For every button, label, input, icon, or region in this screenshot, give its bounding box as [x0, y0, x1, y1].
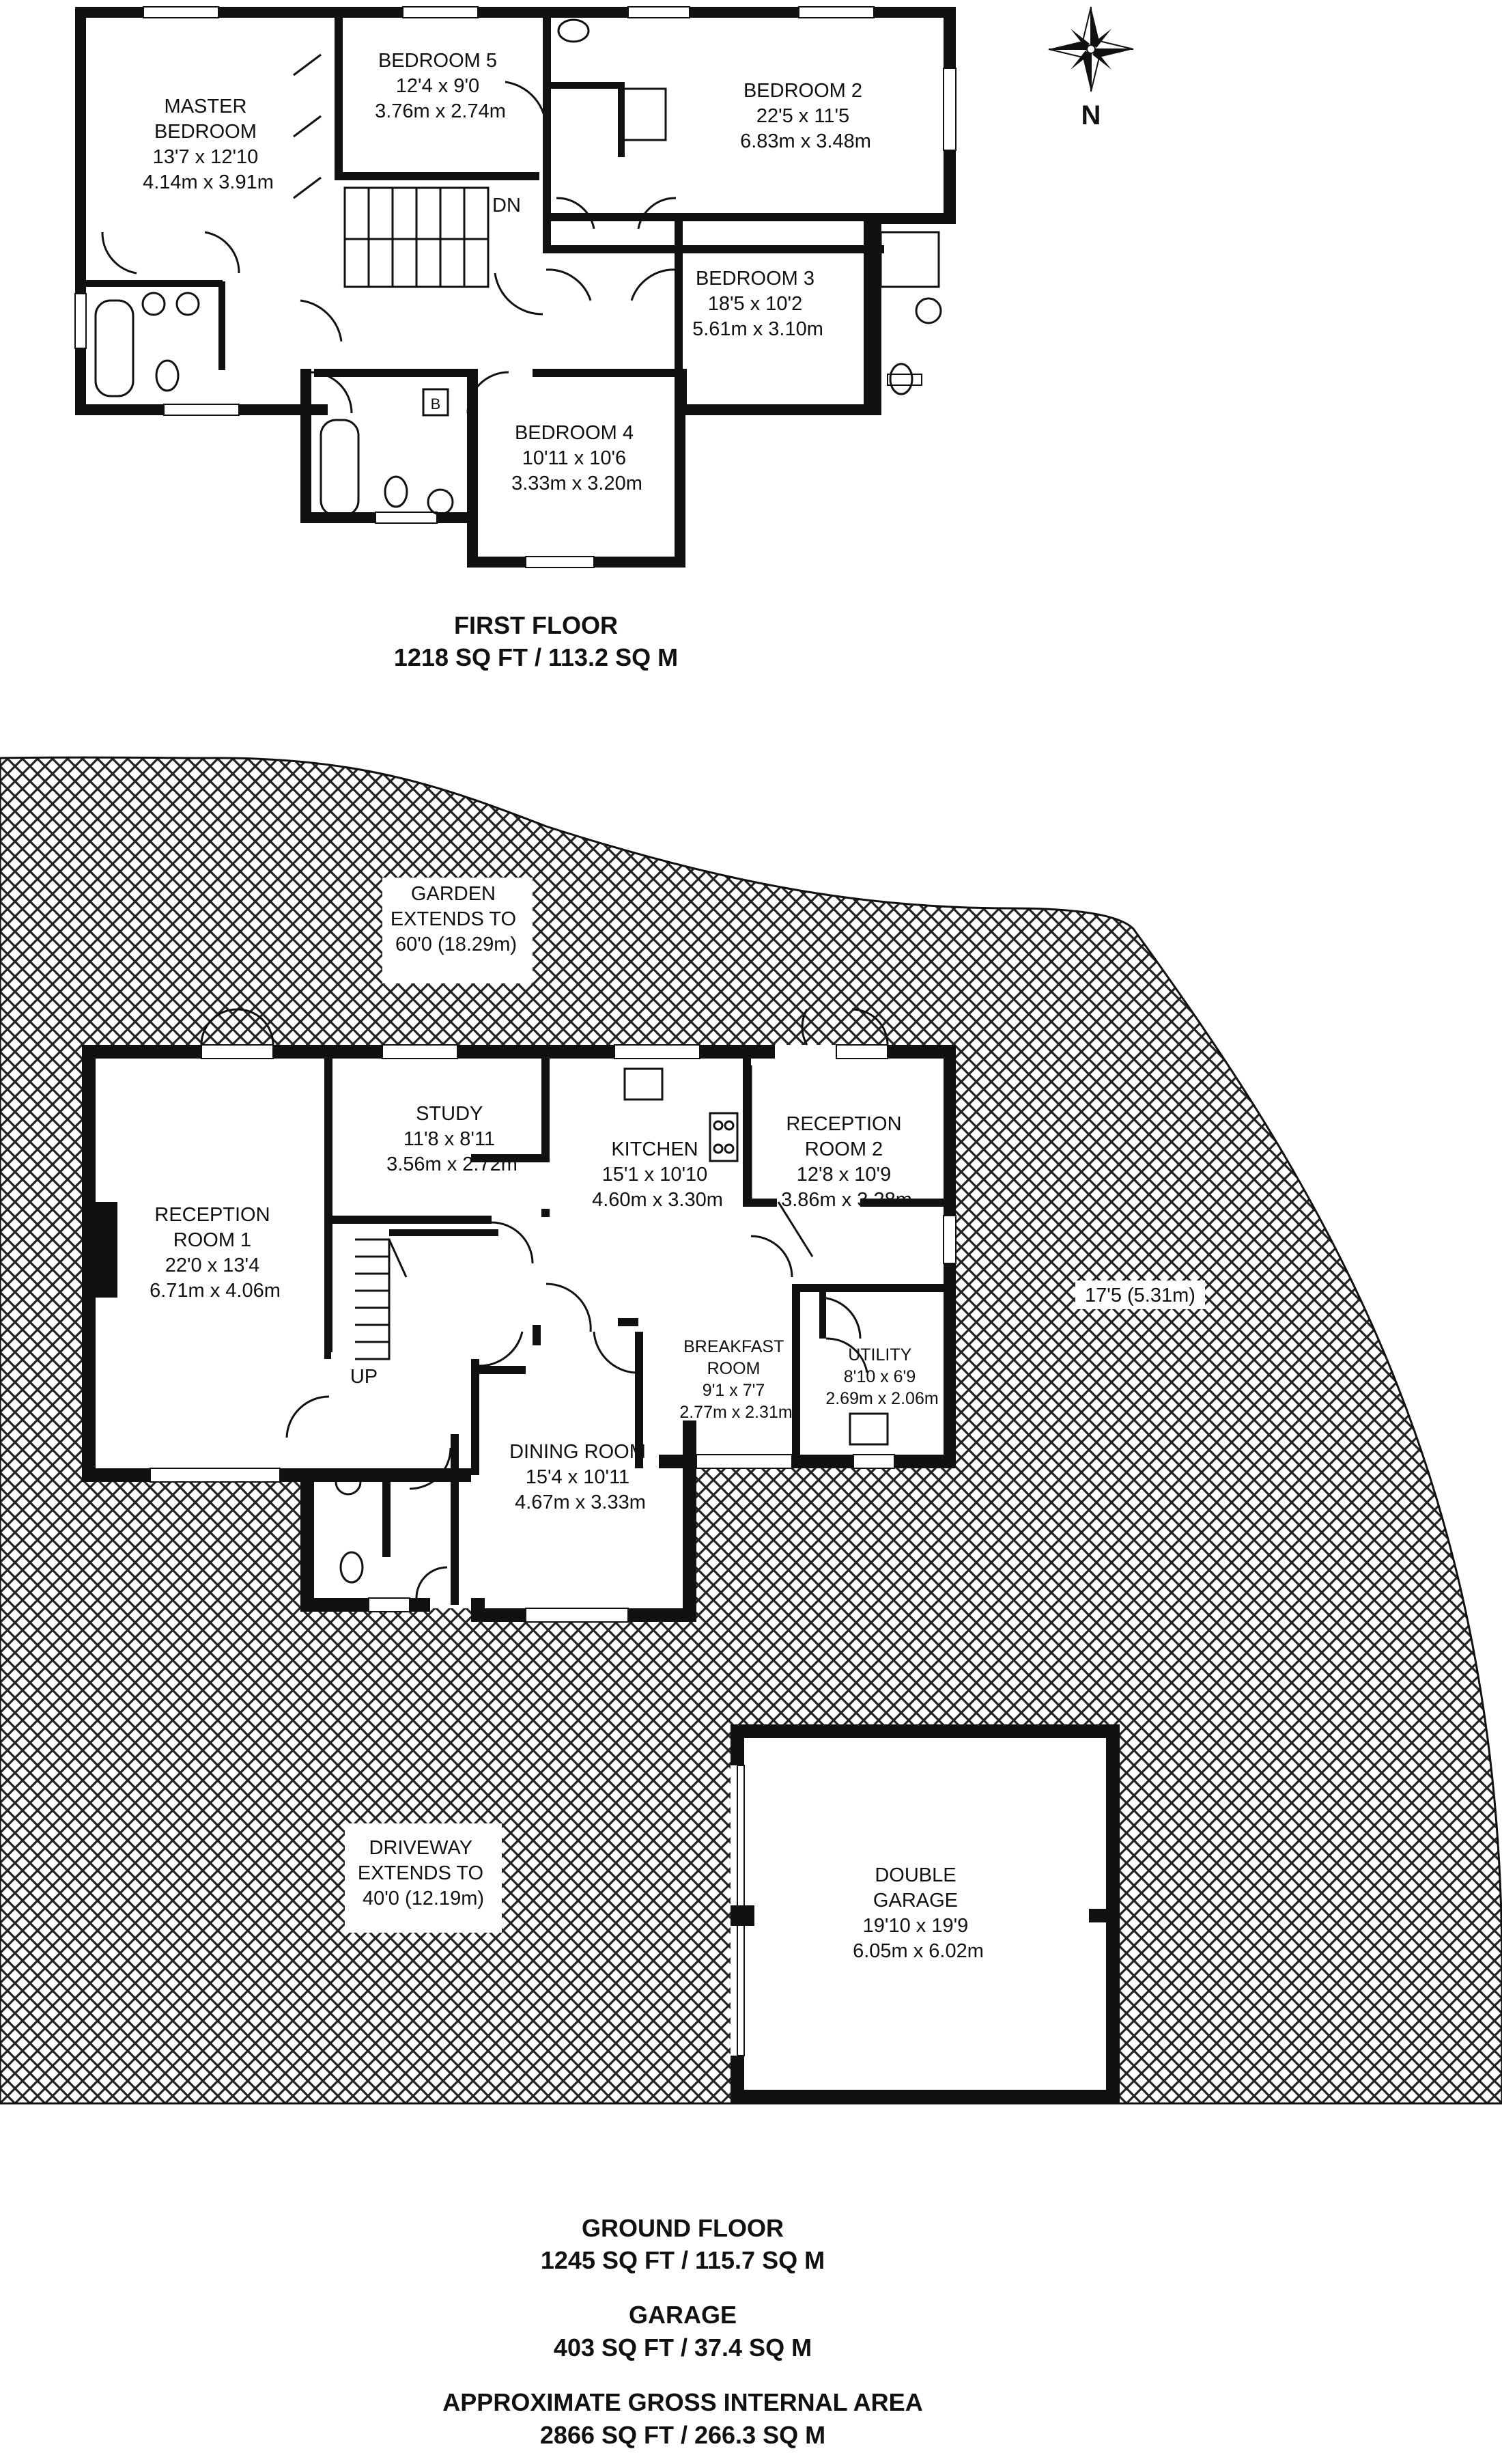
first-floor-room-labels: MASTER BEDROOM 13'7 x 12'10 4.14m x 3.91… — [143, 50, 871, 494]
room-label-garage: DOUBLE GARAGE 19'10 x 19'9 6.05m x 6.02m — [853, 1864, 984, 1962]
room-label-reception-2: RECEPTION ROOM 2 12'8 x 10'9 3.86m x 3.2… — [781, 1113, 912, 1211]
first-floor-doors — [101, 53, 677, 414]
room-label-master: MASTER BEDROOM 13'7 x 12'10 4.14m x 3.91… — [143, 96, 274, 193]
garage-area: 403 SQ FT / 37.4 SQ M — [554, 2334, 812, 2362]
driveway-label: DRIVEWAY EXTENDS TO 40'0 (12.19m) — [358, 1837, 489, 1909]
garage-title: GARAGE — [629, 2301, 737, 2329]
first-floor-area: 1218 SQ FT / 113.2 SQ M — [394, 643, 678, 671]
first-floor-staircase — [343, 186, 490, 288]
ground-floor-plan: RECEPTION ROOM 1 22'0 x 13'4 6.71m x 4.0… — [0, 756, 1502, 2105]
ground-floor-windows — [96, 1044, 957, 1623]
garage-footprint — [731, 1724, 1116, 2100]
ground-floor-room-labels: RECEPTION ROOM 1 22'0 x 13'4 6.71m x 4.0… — [150, 883, 1195, 1962]
ground-floor-fixtures — [335, 1065, 889, 1584]
side-garden-label: 17'5 (5.31m) — [1085, 1285, 1195, 1306]
first-floor-fixtures: B — [94, 18, 942, 517]
room-label-utility: UTILITY 8'10 x 6'9 2.69m x 2.06m — [825, 1345, 938, 1408]
first-floor-stair-label: DN — [492, 195, 521, 216]
room-label-bedroom-2: BEDROOM 2 22'5 x 11'5 6.83m x 3.48m — [740, 80, 871, 152]
ground-floor-title: GROUND FLOOR — [582, 2214, 784, 2242]
garden-label: GARDEN EXTENDS TO 60'0 (18.29m) — [391, 883, 522, 955]
first-floor-plan: B MASTER BEDROOM 13'7 x 12'10 4.1 — [74, 6, 957, 671]
room-label-reception-1: RECEPTION ROOM 1 22'0 x 13'4 6.71m x 4.0… — [150, 1204, 281, 1302]
compass-label: N — [1081, 100, 1101, 130]
first-floor-windows — [74, 6, 957, 568]
ground-floor-stair-label: UP — [350, 1366, 378, 1388]
room-label-bedroom-5: BEDROOM 5 12'4 x 9'0 3.76m x 2.74m — [375, 50, 506, 122]
room-label-breakfast: BREAKFAST ROOM 9'1 x 7'7 2.77m x 2.31m — [679, 1337, 792, 1422]
garage-walls — [731, 1724, 1120, 2103]
ground-floor-area: 1245 SQ FT / 115.7 SQ M — [541, 2246, 825, 2274]
compass-icon — [1048, 6, 1134, 92]
first-floor-title: FIRST FLOOR — [454, 611, 618, 639]
area-captions: GROUND FLOOR 1245 SQ FT / 115.7 SQ M GAR… — [442, 2214, 922, 2449]
boiler-label: B — [431, 395, 441, 412]
total-area: 2866 SQ FT / 266.3 SQ M — [540, 2421, 825, 2449]
ground-floor-staircase — [355, 1238, 408, 1360]
room-label-study: STUDY 11'8 x 8'11 3.56m x 2.72m — [386, 1103, 518, 1175]
room-label-dining: DINING ROOM 15'4 x 10'11 4.67m x 3.33m — [509, 1441, 651, 1513]
room-label-bedroom-4: BEDROOM 4 10'11 x 10'6 3.33m x 3.20m — [511, 422, 642, 494]
room-label-bedroom-3: BEDROOM 3 18'5 x 10'2 5.61m x 3.10m — [692, 268, 823, 340]
ground-floor-french-doors — [200, 1008, 889, 1046]
total-title: APPROXIMATE GROSS INTERNAL AREA — [442, 2388, 922, 2416]
ground-floor-doors — [285, 1201, 868, 1599]
room-label-kitchen: KITCHEN 15'1 x 10'10 4.60m x 3.30m — [592, 1138, 723, 1211]
